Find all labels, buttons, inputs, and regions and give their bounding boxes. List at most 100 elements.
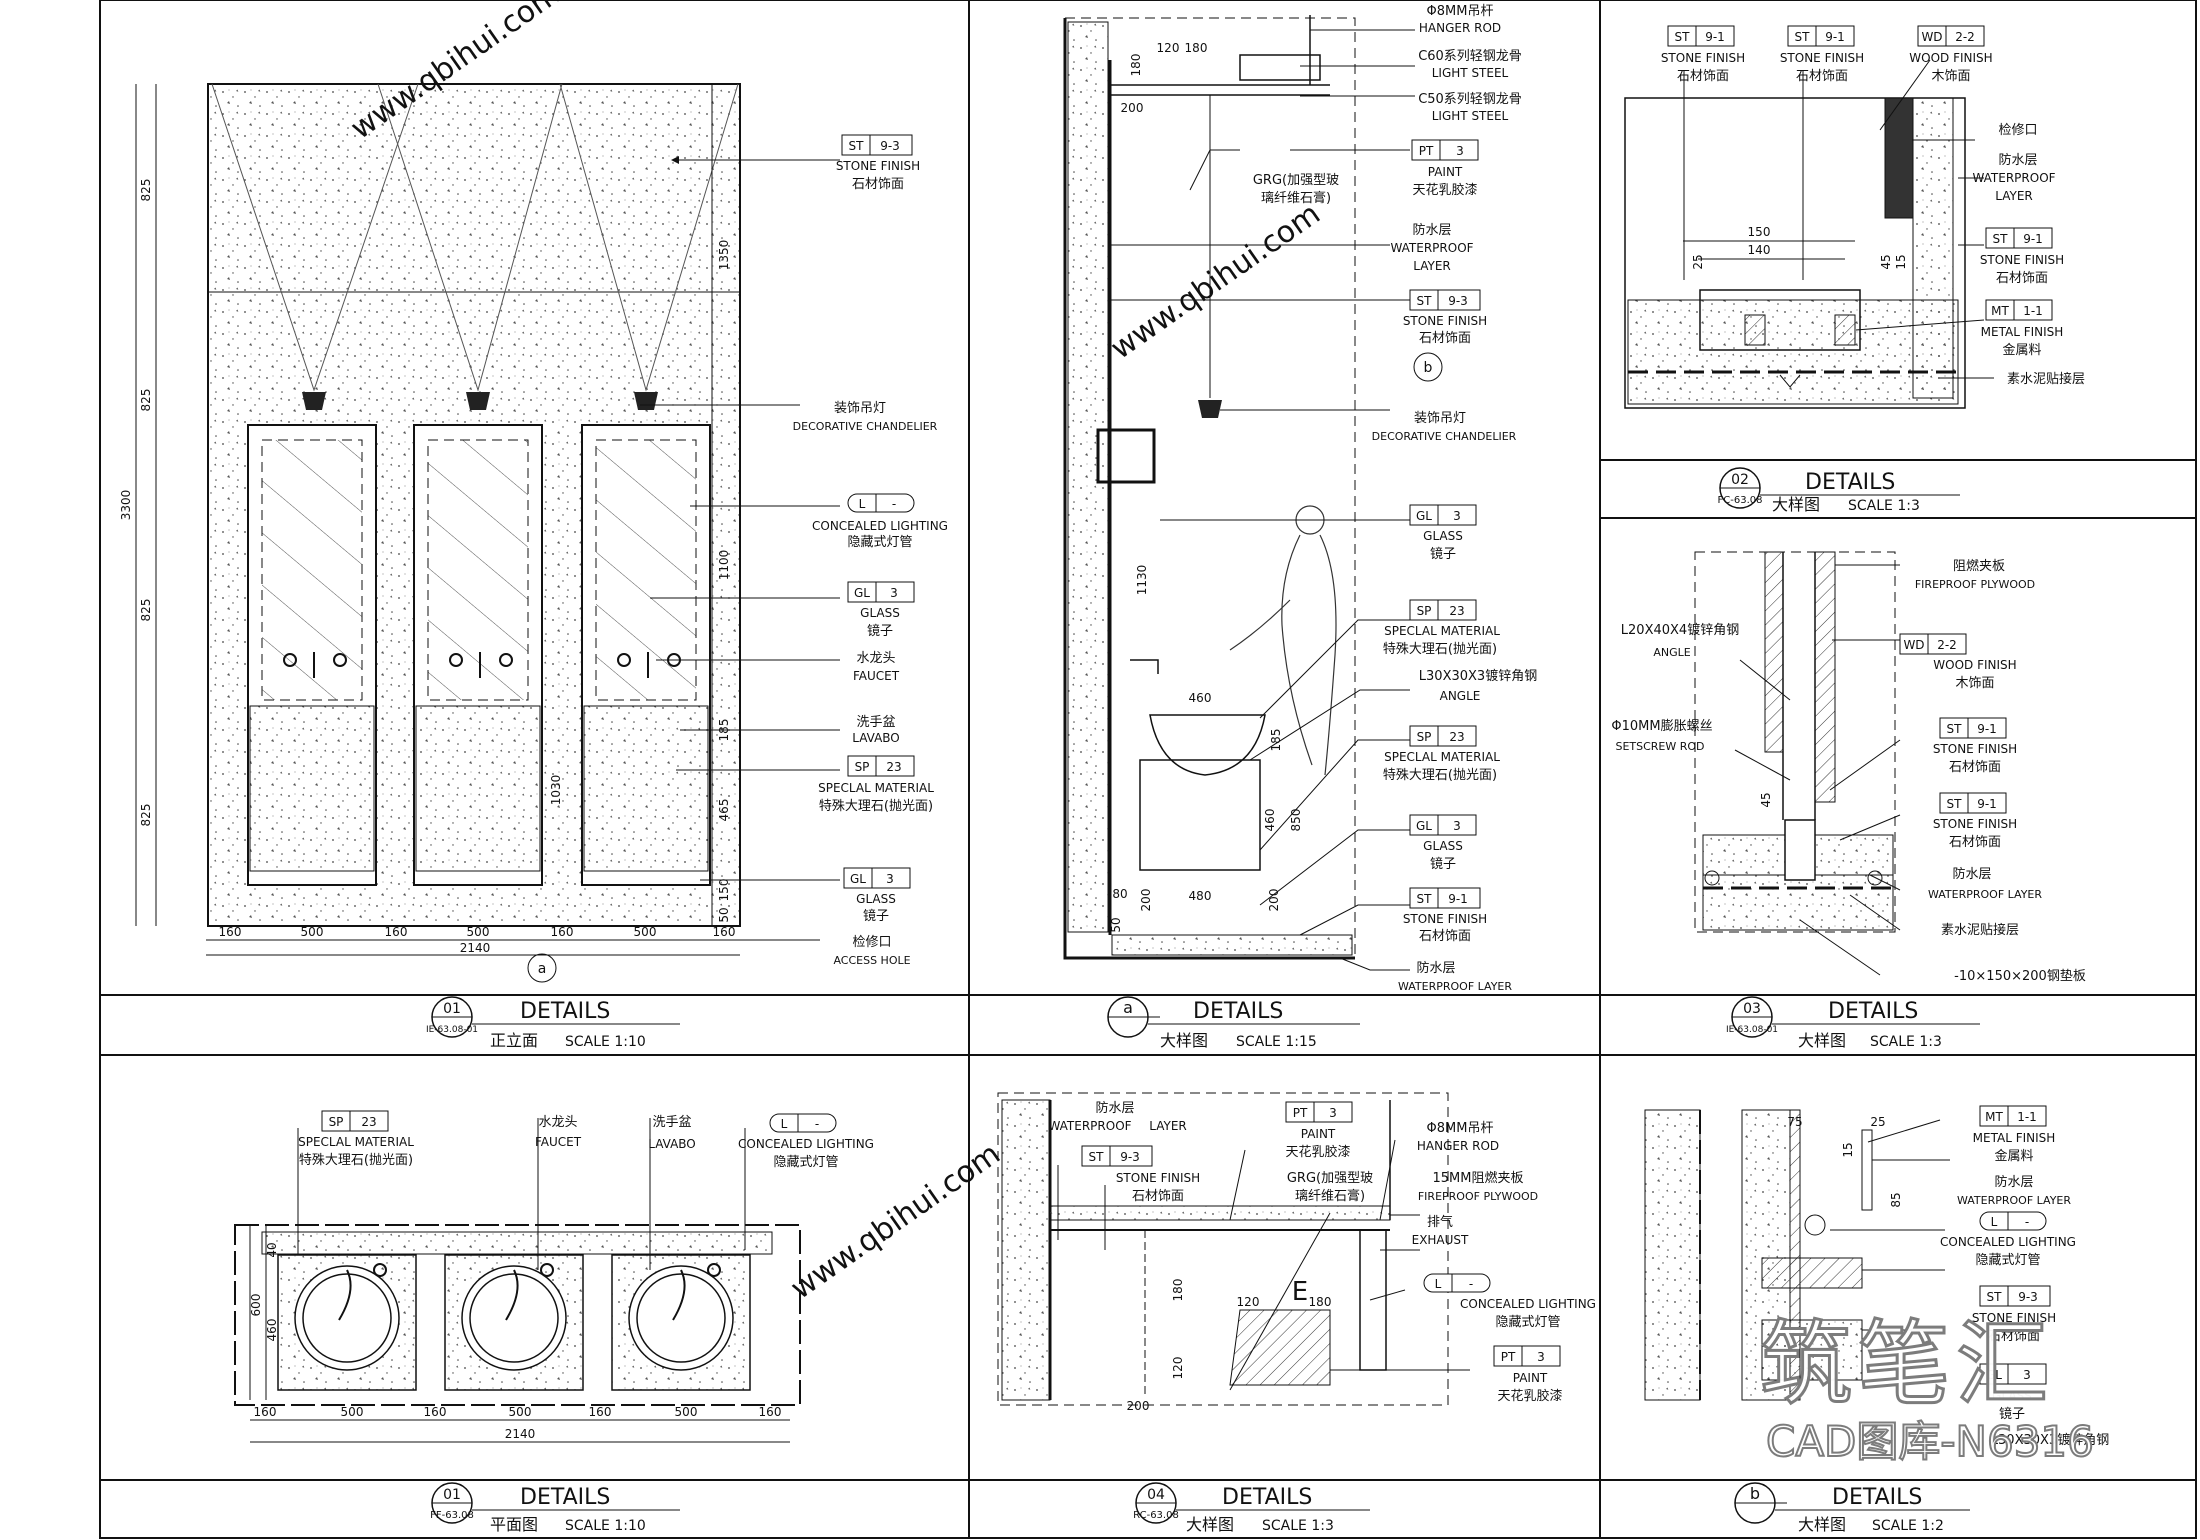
callout-hanger-rod: Φ8MM吊杆 HANGER ROD bbox=[1419, 4, 1501, 35]
svg-text:3: 3 bbox=[1453, 819, 1461, 833]
svg-text:大样图: 大样图 bbox=[1772, 495, 1820, 514]
svg-text:璃纤维石膏): 璃纤维石膏) bbox=[1261, 190, 1331, 206]
callout-lavabo: 洗手盆 LAVABO bbox=[852, 715, 900, 745]
svg-text:石材饰面: 石材饰面 bbox=[1796, 69, 1848, 84]
svg-text:PT: PT bbox=[1501, 1350, 1516, 1364]
svg-text:ST: ST bbox=[1417, 294, 1433, 308]
detail-mark-label: b bbox=[1424, 360, 1433, 376]
svg-text:a: a bbox=[1123, 998, 1133, 1017]
callout-grg: GRG(加强型玻 璃纤维石膏) bbox=[1287, 1171, 1373, 1204]
svg-text:石材饰面: 石材饰面 bbox=[1419, 331, 1471, 346]
callout-lighting: L - CONCEALED LIGHTING 隐藏式灯管 bbox=[738, 1113, 874, 1170]
svg-text:石材饰面: 石材饰面 bbox=[1677, 69, 1729, 84]
svg-text:LAYER: LAYER bbox=[1149, 1119, 1187, 1133]
callout-st93: ST 9-3 STONE FINISH 石材饰面 bbox=[1972, 1285, 2056, 1344]
callout-waterproof: 防水层 WATERPROOF LAYER bbox=[1972, 152, 2055, 203]
svg-text:01: 01 bbox=[443, 1487, 461, 1503]
dim-v: 460 bbox=[265, 1319, 279, 1342]
svg-text:15MM阻燃夹板: 15MM阻燃夹板 bbox=[1433, 1170, 1524, 1186]
svg-text:METAL FINISH: METAL FINISH bbox=[1973, 1131, 2056, 1145]
dim: 850 bbox=[1289, 809, 1303, 832]
dim: 1130 bbox=[1135, 565, 1149, 596]
dim: 180 bbox=[1309, 1295, 1332, 1309]
callout-chandelier: 装饰吊灯 DECORATIVE CHANDELIER bbox=[793, 401, 938, 433]
dim: 460 bbox=[1263, 809, 1277, 832]
svg-text:WATERPROOF LAYER: WATERPROOF LAYER bbox=[1928, 888, 2042, 901]
callout-wd22: WD 2-2 WOOD FINISH 木饰面 bbox=[1909, 25, 1993, 84]
title-block: b DETAILS 大样图 SCALE 1:2 bbox=[1734, 1482, 1970, 1534]
title-block: 03 IE-63.08-01 DETAILS 大样图 SCALE 1:3 bbox=[1726, 996, 1980, 1050]
svg-text:STONE FINISH: STONE FINISH bbox=[1403, 314, 1487, 328]
svg-text:CONCEALED LIGHTING: CONCEALED LIGHTING bbox=[738, 1137, 874, 1151]
dim-h: 500 bbox=[675, 1405, 698, 1419]
svg-text:GLASS: GLASS bbox=[1423, 529, 1463, 543]
svg-text:石材饰面: 石材饰面 bbox=[1988, 1329, 2040, 1344]
svg-text:2-2: 2-2 bbox=[1937, 638, 1957, 652]
svg-text:镜子: 镜子 bbox=[1999, 1407, 2025, 1422]
chandelier-icon bbox=[1198, 400, 1222, 418]
svg-text:防水层: 防水层 bbox=[1416, 960, 1455, 976]
svg-text:WATERPROOF: WATERPROOF bbox=[1972, 171, 2055, 185]
svg-text:LAVABO: LAVABO bbox=[852, 731, 900, 745]
callout-faucet: 水龙头 FAUCET bbox=[853, 651, 900, 683]
callout-st93: ST 9-3 STONE FINISH 石材饰面 bbox=[1403, 289, 1487, 346]
svg-text:金属料: 金属料 bbox=[2002, 342, 2041, 358]
svg-text:23: 23 bbox=[886, 760, 901, 774]
callout-c50: C50系列轻钢龙骨 LIGHT STEEL bbox=[1418, 92, 1522, 123]
svg-text:SPECLAL MATERIAL: SPECLAL MATERIAL bbox=[818, 781, 934, 795]
marble-lavabo bbox=[583, 705, 709, 872]
dim-v: 600 bbox=[249, 1294, 263, 1317]
sheet-frame bbox=[99, 0, 2197, 1539]
dim: 200 bbox=[1139, 889, 1153, 912]
dim-h: 160 bbox=[713, 925, 736, 939]
vanity-units bbox=[247, 424, 711, 886]
dim: 80 bbox=[1112, 887, 1127, 901]
svg-text:L30X30X3镀锌角钢: L30X30X3镀锌角钢 bbox=[1419, 668, 1537, 684]
dim-v: 465 bbox=[717, 799, 731, 822]
svg-text:3: 3 bbox=[1537, 1350, 1545, 1364]
svg-text:WD: WD bbox=[1921, 30, 1942, 44]
elevation-dimensions bbox=[135, 84, 740, 956]
callout-paint: PT 3 PAINT 天花乳胶漆 bbox=[1411, 139, 1479, 198]
callout-plywood: 阻燃夹板 FIREPROOF PLYWOOD bbox=[1915, 558, 2035, 591]
svg-text:Φ8MM吊杆: Φ8MM吊杆 bbox=[1427, 4, 1494, 19]
svg-text:大样图: 大样图 bbox=[1186, 1515, 1234, 1534]
panel-detail-02: 150 140 45 15 25 ST 9-1 STONE FINISH 石材饰… bbox=[1624, 25, 2085, 514]
ceiling-framing bbox=[1096, 15, 1330, 484]
svg-text:STONE FINISH: STONE FINISH bbox=[1980, 253, 2064, 267]
svg-text:HANGER ROD: HANGER ROD bbox=[1417, 1139, 1499, 1153]
dim: 45 bbox=[1879, 254, 1893, 269]
dim-h: 160 bbox=[759, 1405, 782, 1419]
callout-lighting: L - CONCEALED LIGHTING 隐藏式灯管 bbox=[1423, 1273, 1596, 1330]
callout-waterproof: 防水层 WATERPROOF LAYER bbox=[1390, 222, 1473, 273]
svg-text:SCALE 1:3: SCALE 1:3 bbox=[1870, 1034, 1942, 1050]
svg-text:www.qbihui.com: www.qbihui.com bbox=[1105, 196, 1327, 366]
dim: 75 bbox=[1787, 1115, 1802, 1129]
svg-text:RC-63.08: RC-63.08 bbox=[1133, 1510, 1179, 1521]
callout-mt11: MT 1-1 METAL FINISH 金属料 bbox=[1973, 1105, 2056, 1164]
svg-text:PT: PT bbox=[1419, 144, 1434, 158]
svg-text:SCALE 1:3: SCALE 1:3 bbox=[1262, 1518, 1334, 1534]
svg-text:ST: ST bbox=[1795, 30, 1811, 44]
callout-setscrew: Φ10MM膨胀螺丝 SETSCREW ROD bbox=[1611, 719, 1712, 753]
svg-text:C60系列轻钢龙骨: C60系列轻钢龙骨 bbox=[1418, 49, 1522, 64]
callout-sp23: SP 23 SPECLAL MATERIAL 特殊大理石(抛光面) bbox=[298, 1110, 414, 1168]
svg-text:SCALE 1:10: SCALE 1:10 bbox=[565, 1034, 646, 1050]
svg-text:ST: ST bbox=[1675, 30, 1691, 44]
svg-text:SPECLAL MATERIAL: SPECLAL MATERIAL bbox=[1384, 750, 1500, 764]
svg-text:ST: ST bbox=[1417, 892, 1433, 906]
svg-text:LIGHT STEEL: LIGHT STEEL bbox=[1432, 66, 1509, 80]
svg-text:SCALE 1:15: SCALE 1:15 bbox=[1236, 1034, 1317, 1050]
callout-plywood: 15MM阻燃夹板 FIREPROOF PLYWOOD bbox=[1418, 1170, 1538, 1203]
callout-sp23: SP 23 SPECLAL MATERIAL 特殊大理石(抛光面) bbox=[1383, 599, 1500, 657]
svg-text:STONE FINISH: STONE FINISH bbox=[836, 159, 920, 173]
dim-v: 825 bbox=[139, 599, 153, 622]
svg-text:特殊大理石(抛光面): 特殊大理石(抛光面) bbox=[819, 799, 933, 814]
svg-text:STONE FINISH: STONE FINISH bbox=[1780, 51, 1864, 65]
svg-text:9-1: 9-1 bbox=[1825, 30, 1845, 44]
svg-text:9-3: 9-3 bbox=[2018, 1290, 2038, 1304]
svg-text:大样图: 大样图 bbox=[1160, 1031, 1208, 1050]
callout-waterproof: 防水层 WATERPROOF LAYER bbox=[1957, 1174, 2071, 1207]
callout-sp23-2: SP 23 SPECLAL MATERIAL 特殊大理石(抛光面) bbox=[1383, 725, 1500, 783]
